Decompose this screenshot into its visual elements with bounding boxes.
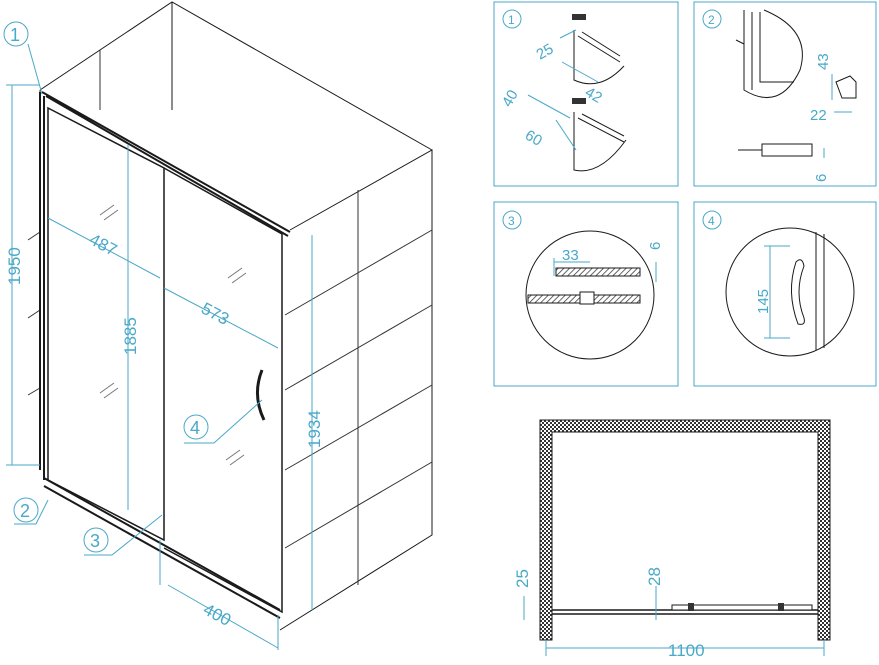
callout-2: 2 xyxy=(13,497,49,525)
plan-dim-width: 1100 xyxy=(668,641,705,660)
detail-3-panel: 3 33 6 xyxy=(493,201,679,387)
detail-1-dim-a: 25 xyxy=(534,40,557,63)
main-dim-lines xyxy=(6,84,313,650)
side-wall-outline xyxy=(279,149,433,631)
detail-1-clip-top xyxy=(572,14,586,20)
dim-height-total: 1950 xyxy=(5,247,24,285)
detail-2-seal xyxy=(835,75,857,99)
detail-4-handle xyxy=(790,259,805,325)
fixed-glass-panel xyxy=(47,106,165,542)
bottom-rail xyxy=(43,477,281,619)
callout-4-label: 4 xyxy=(190,418,200,438)
detail-4-number: 4 xyxy=(708,214,715,228)
plan-dim-side: 25 xyxy=(513,569,532,588)
dim-height-door: 1934 xyxy=(305,410,324,448)
detail-1-clip-bottom xyxy=(572,98,586,104)
dim-width-fixed: 487 xyxy=(86,230,120,260)
callout-4: 4 xyxy=(183,399,263,444)
detail-2-profile xyxy=(738,143,813,157)
detail-2-dim-b: 22 xyxy=(810,107,827,124)
detail-2-panel: 2 43 22 6 xyxy=(693,1,877,187)
detail-1-dim-b: 42 xyxy=(582,84,605,107)
detail-1-number: 1 xyxy=(508,13,515,27)
back-wall-top xyxy=(39,1,433,151)
dim-width-door: 573 xyxy=(198,299,232,329)
plan-view: 25 28 1100 xyxy=(513,419,831,660)
detail-2-dim-a: 43 xyxy=(815,53,832,70)
detail-1-panel: 1 25 42 40 60 xyxy=(493,1,679,187)
top-rail xyxy=(41,91,291,237)
dim-depth: 400 xyxy=(200,600,234,630)
side-wall-tiles xyxy=(284,190,433,585)
callout-3: 3 xyxy=(83,514,163,556)
door-handle xyxy=(256,369,266,421)
back-wall-tiles xyxy=(27,50,101,470)
detail-3-number: 3 xyxy=(508,214,515,228)
callout-2-label: 2 xyxy=(20,501,30,521)
callout-1: 1 xyxy=(3,21,43,95)
detail-2-number: 2 xyxy=(708,13,715,27)
detail-4-panel: 4 145 xyxy=(693,201,877,387)
plan-door xyxy=(671,604,813,611)
detail-3-dim-a: 33 xyxy=(562,247,579,264)
detail-3-dim-b: 6 xyxy=(647,242,664,250)
detail-1-dim-d: 60 xyxy=(522,127,545,150)
glass-reflections xyxy=(99,204,247,466)
detail-2-dim-c: 6 xyxy=(813,174,830,182)
detail-3-top-profile xyxy=(555,267,641,277)
wall-profile xyxy=(39,92,45,480)
callout-1-label: 1 xyxy=(10,25,20,45)
plan-walls xyxy=(539,419,831,641)
main-view xyxy=(6,1,433,650)
detail-4-dim-a: 145 xyxy=(755,289,772,314)
callout-3-label: 3 xyxy=(90,531,100,551)
plan-dim-gap: 28 xyxy=(645,567,664,586)
dim-height-panel: 1885 xyxy=(121,317,140,355)
detail-1-dim-c: 40 xyxy=(499,87,522,110)
sliding-door-panel xyxy=(163,167,283,614)
